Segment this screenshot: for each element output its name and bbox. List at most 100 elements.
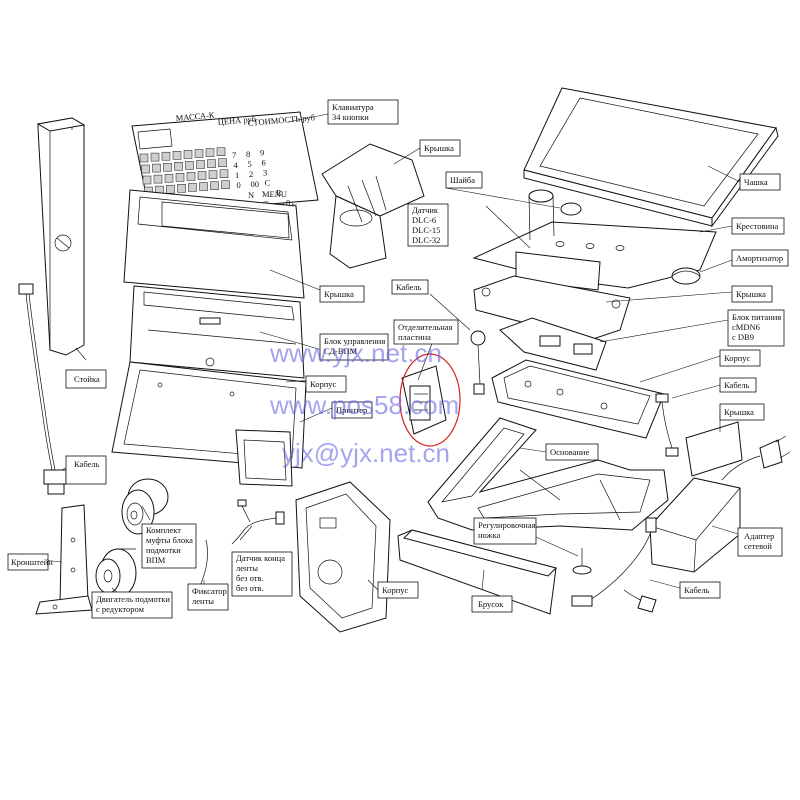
label-kabel-bottom: Кабель <box>684 585 710 595</box>
keyboard-key <box>172 151 182 160</box>
komplekt-mufty-part <box>121 478 169 535</box>
keyboard-key-label: N <box>248 190 254 200</box>
keyboard-key-label: →0← <box>278 198 299 208</box>
reg-nozhka-part <box>572 548 592 575</box>
label-line: Крышка <box>324 289 354 299</box>
label-line: с DB9 <box>732 332 754 342</box>
label-line: Двигатель подмотки <box>96 594 170 604</box>
label-box-chashka <box>739 173 781 191</box>
label-line: Чашка <box>744 177 768 187</box>
label-kryshka-top: Крышка <box>424 143 454 153</box>
label-line: Фиксатор <box>192 586 227 596</box>
label-box-osnovanie <box>545 443 599 461</box>
label-line: Корпус <box>724 353 751 363</box>
kabel-left-part <box>18 283 67 495</box>
label-kronshtein: Кронштейн <box>11 557 53 567</box>
label-line: cMDN6 <box>732 322 760 332</box>
label-box-kryshka-top <box>419 139 461 157</box>
kryshka-small-part <box>685 421 743 477</box>
keyboard-key <box>196 160 205 169</box>
keyboard-key-label: R <box>276 188 282 198</box>
label-box-kabel-right <box>719 377 757 393</box>
label-stoika: Стойка <box>74 374 100 384</box>
label-box-korpus-bottom <box>377 581 419 599</box>
label-line: ленты <box>236 563 258 573</box>
kabel-mid-part <box>470 330 486 395</box>
label-line: Кабель <box>396 282 422 292</box>
keyboard-key-label: 1 <box>235 170 239 180</box>
label-box-kabel-mid <box>391 279 429 295</box>
label-line: Клавиатура <box>332 102 374 112</box>
amortizator-part <box>671 267 701 285</box>
keyboard-key <box>163 162 172 172</box>
label-line: DLC-32 <box>412 235 440 245</box>
kryshka-top-part <box>321 143 425 269</box>
keyboard-key <box>216 147 226 156</box>
keyboard-key <box>188 183 197 192</box>
korpus-right-part <box>491 359 665 439</box>
keyboard-key <box>199 182 208 191</box>
label-box-brusok <box>471 595 513 613</box>
label-line: СД-ВПМ <box>324 346 358 356</box>
stoika-column-part <box>36 117 86 356</box>
label-krestovina: Крестовина <box>736 221 779 231</box>
label-line: Кабель <box>74 459 100 469</box>
label-line: с редуктором <box>96 604 145 614</box>
fiksator-part <box>199 539 208 587</box>
label-box-blok-pitaniya <box>727 309 785 347</box>
label-line: Кабель <box>724 380 750 390</box>
label-line: Адаптер <box>744 531 774 541</box>
label-box-stoika <box>65 369 107 389</box>
label-line: Отделительная <box>398 322 453 332</box>
label-line: Корпус <box>382 585 409 595</box>
keyboard-key-label: 00 <box>251 179 260 189</box>
keyboard-key <box>221 180 230 189</box>
keyboard-key <box>161 151 171 161</box>
adapter-part <box>649 435 791 573</box>
label-line: Брусок <box>478 599 504 609</box>
label-line: без отв. <box>236 583 264 593</box>
label-line: Блок управления <box>324 336 385 346</box>
label-box-datchik <box>407 203 449 247</box>
label-boxes <box>7 99 789 619</box>
label-kabel-left: Кабель <box>74 459 100 469</box>
kronshtein-part <box>35 504 93 615</box>
label-line: Регулировочная <box>478 520 536 530</box>
printer-mechanism-part <box>399 353 461 447</box>
label-korpus-bottom: Корпус <box>382 585 409 595</box>
label-amortizator: Амортизатор <box>736 253 783 263</box>
watermarks: www.yjx.net.cn www.pos58.com yjx@yjx.net… <box>269 338 459 468</box>
keyboard-key-label: 9 <box>260 148 264 158</box>
label-box-datchik-kontsa <box>231 551 293 597</box>
keyboard-key-label: 5 <box>248 159 252 169</box>
label-line: подмотки <box>146 545 181 555</box>
label-printer: Принтер <box>336 405 367 415</box>
label-line: 34 кнопки <box>332 112 369 122</box>
label-line: Комплект <box>146 525 181 535</box>
label-line: сетевой <box>744 541 772 551</box>
label-line: Шайба <box>450 175 475 185</box>
keyboard-key <box>207 159 216 168</box>
keyboard-key-label: 8 <box>246 149 250 159</box>
keyboard-price-label: ЦЕНА руб <box>217 114 256 127</box>
label-line: ленты <box>192 596 214 606</box>
label-line: Амортизатор <box>736 253 783 263</box>
kabel-right-part <box>655 393 679 457</box>
label-box-kabel-left <box>65 455 107 485</box>
label-kabel-right: Кабель <box>724 380 750 390</box>
label-line: Крестовина <box>736 221 779 231</box>
label-line: ножка <box>478 530 500 540</box>
label-box-klaviatura <box>327 99 399 125</box>
datchik-kontsa-part <box>231 499 285 545</box>
label-box-korpus-right <box>719 349 761 367</box>
label-line: Принтер <box>336 405 367 415</box>
keyboard-key <box>183 150 193 159</box>
label-line: Корпус <box>310 379 337 389</box>
